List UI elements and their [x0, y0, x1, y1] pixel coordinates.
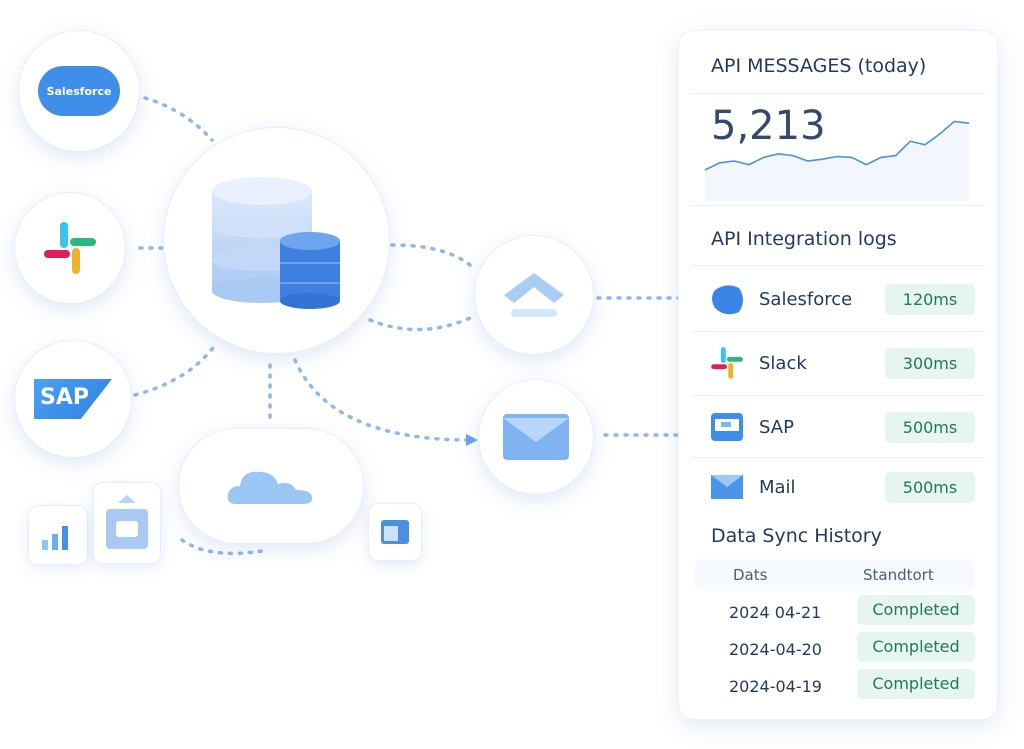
bar-chart-icon [42, 526, 68, 550]
slack-icon [44, 222, 96, 274]
mail-icon [503, 414, 569, 460]
slack-icon [711, 347, 743, 379]
device-icon [106, 495, 148, 549]
database-icon [211, 176, 340, 309]
latency-badge: 500ms [885, 471, 975, 503]
latency-badge: 500ms [885, 411, 975, 443]
col-date: Dats [733, 566, 768, 584]
divider [691, 205, 985, 206]
messages-count: 5,213 [711, 103, 826, 149]
window-icon [381, 520, 409, 544]
connector-sap [133, 343, 217, 397]
cloud-arrow-icon [504, 273, 564, 317]
status-badge: Completed [857, 632, 975, 662]
messages-sparkline [704, 120, 970, 201]
col-status: Standtort [863, 566, 934, 584]
database-hub[interactable] [163, 127, 390, 354]
log-row-slack[interactable]: Slack 300ms [709, 343, 975, 383]
logs-title: API Integration logs [711, 228, 897, 250]
cloud-upload-node[interactable] [474, 235, 594, 355]
analytics-tile[interactable] [28, 505, 88, 565]
sap-icon [711, 413, 743, 441]
sap-icon: SAP [34, 379, 112, 419]
device-tile[interactable] [93, 482, 161, 564]
mail-icon [711, 475, 743, 499]
cloud-node[interactable] [178, 428, 364, 544]
cloud-icon [227, 471, 313, 504]
log-row-salesforce[interactable]: Salesforce 120ms [709, 279, 975, 319]
api-dashboard-panel: API MESSAGES (today) 5,213 API Integrati… [678, 30, 998, 720]
slack-node[interactable] [14, 192, 126, 304]
divider [691, 331, 985, 332]
connector-center-mail [293, 358, 472, 442]
connector-center-cloud [390, 243, 472, 267]
divider [691, 395, 985, 396]
connector-center-cloud-low [368, 316, 472, 332]
divider [691, 93, 985, 94]
sparkline-line [704, 120, 970, 171]
window-tile[interactable] [368, 503, 422, 561]
log-row-mail[interactable]: Mail 500ms [709, 467, 975, 507]
salesforce-node[interactable]: Salesforce [18, 30, 140, 152]
salesforce-icon [712, 285, 743, 315]
divider [691, 457, 985, 458]
connector-salesforce [143, 96, 214, 142]
latency-badge: 300ms [885, 347, 975, 379]
divider [691, 265, 985, 266]
sync-table-header: Dats Standtort [695, 559, 975, 591]
sync-title: Data Sync History [711, 525, 882, 547]
log-row-sap[interactable]: SAP 500ms [709, 407, 975, 447]
mail-node[interactable] [478, 379, 594, 495]
messages-title: API MESSAGES (today) [711, 55, 927, 77]
latency-badge: 120ms [885, 283, 975, 315]
status-badge: Completed [857, 595, 975, 625]
arrow-icon [466, 434, 478, 446]
salesforce-icon: Salesforce [38, 66, 120, 116]
sparkline-area [705, 121, 969, 201]
sap-node[interactable]: SAP [14, 340, 132, 458]
status-badge: Completed [857, 669, 975, 699]
